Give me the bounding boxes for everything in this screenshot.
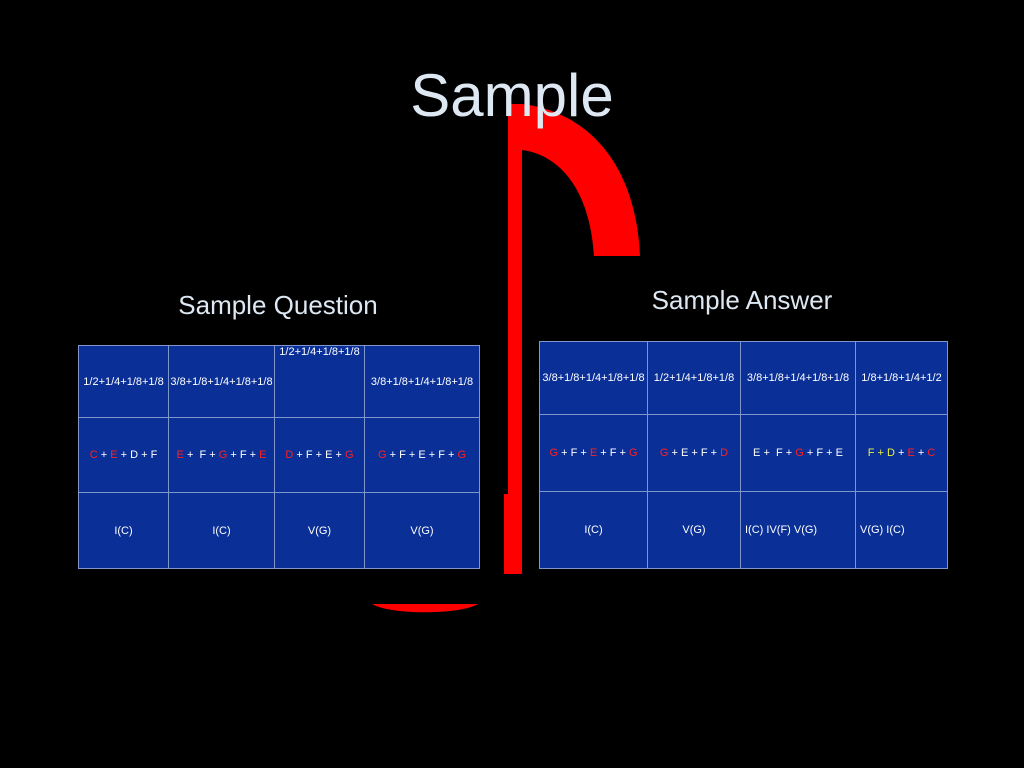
note-token: + F + E + [293, 449, 346, 461]
note-token: G [659, 447, 669, 459]
notes-cell: D + F + E + G [274, 417, 365, 493]
note-token: G [549, 447, 559, 459]
answer-caption: Sample Answer [651, 285, 833, 315]
chord-cell: I(C) [78, 492, 169, 569]
note-token: D [886, 447, 895, 459]
note-token: C [89, 449, 98, 461]
note-token: G [377, 449, 387, 461]
question-table: 1/2+1/4+1/8+1/8 3/8+1/8+1/4+1/8+1/8 1/2+… [78, 345, 480, 569]
note-stem [508, 104, 522, 574]
rhythm-cell: 3/8+1/8+1/4+1/8+1/8 [740, 341, 856, 415]
note-token: E [110, 449, 118, 461]
note-token: G [628, 447, 638, 459]
slide-title: Sample [410, 62, 614, 129]
question-caption: Sample Question [178, 290, 378, 320]
note-token: + F + E + F + [386, 449, 458, 461]
note-token: G [457, 449, 467, 461]
note-token: D [285, 449, 294, 461]
rhythm-cell: 1/2+1/4+1/8+1/8 [78, 345, 169, 418]
answer-table: 3/8+1/8+1/4+1/8+1/8 1/2+1/4+1/8+1/8 3/8+… [539, 341, 948, 569]
rhythm-row: 1/2+1/4+1/8+1/8 3/8+1/8+1/4+1/8+1/8 1/2+… [78, 345, 480, 418]
rhythm-cell: 1/8+1/8+1/4+1/2 [855, 341, 948, 415]
note-token: + F + [183, 449, 219, 461]
rhythm-cell: 1/2+1/4+1/8+1/8 [647, 341, 741, 415]
chord-cell: V(G) [647, 491, 741, 569]
note-token: + F + E [803, 447, 843, 459]
note-token: E [907, 447, 915, 459]
note-token: F [867, 447, 875, 459]
rhythm-cell: 3/8+1/8+1/4+1/8+1/8 [364, 345, 480, 418]
rhythm-cell: 3/8+1/8+1/4+1/8+1/8 [168, 345, 275, 418]
note-stem-lower [504, 494, 512, 574]
notes-cell: E + F + G + F + E [168, 417, 275, 493]
note-token: + [874, 447, 887, 459]
note-token: + F + [227, 449, 260, 461]
notes-cell: G + F + E + F + G [539, 414, 648, 492]
note-token: D [720, 447, 729, 459]
chord-cell: V(G) [274, 492, 365, 569]
notes-cell: E + F + G + F + E [740, 414, 856, 492]
note-token: + E + F + [668, 447, 721, 459]
notes-cell: C + E + D + F [78, 417, 169, 493]
chord-cell: V(G) I(C) [855, 491, 948, 569]
chord-cell: I(C) [168, 492, 275, 569]
note-token: E [259, 449, 267, 461]
chord-row: I(C) I(C) V(G) V(G) [78, 492, 480, 569]
notes-cell: G + F + E + F + G [364, 417, 480, 493]
chord-cell: V(G) [364, 492, 480, 569]
note-token: G [218, 449, 228, 461]
note-token: + [894, 447, 908, 459]
note-token: G [795, 447, 804, 459]
chord-cell: I(C) [539, 491, 648, 569]
note-token: + D + F [117, 449, 158, 461]
notes-cell: G + E + F + D [647, 414, 741, 492]
note-flag [522, 104, 640, 256]
note-token: C [927, 447, 936, 459]
note-token: E [589, 447, 598, 459]
rhythm-row: 3/8+1/8+1/4+1/8+1/8 1/2+1/4+1/8+1/8 3/8+… [539, 341, 948, 415]
rhythm-cell: 3/8+1/8+1/4+1/8+1/8 [539, 341, 648, 415]
notes-cell: F + D + E + C [855, 414, 948, 492]
note-token: E + F + [753, 447, 796, 459]
rhythm-cell: 1/2+1/4+1/8+1/8 [274, 345, 365, 418]
note-token: + [914, 447, 928, 459]
chord-cell: I(C) IV(F) V(G) [740, 491, 856, 569]
notes-row: G + F + E + F + G G + E + F + D E + F + … [539, 414, 948, 492]
note-token: + F + [558, 447, 590, 459]
note-head [372, 604, 478, 613]
note-token: E [176, 449, 184, 461]
note-token: G [345, 449, 354, 461]
notes-row: C + E + D + F E + F + G + F + E D + F + … [78, 417, 480, 493]
chord-row: I(C) V(G) I(C) IV(F) V(G) V(G) I(C) [539, 491, 948, 569]
note-token: + F + [597, 447, 629, 459]
note-token: + [97, 449, 111, 461]
